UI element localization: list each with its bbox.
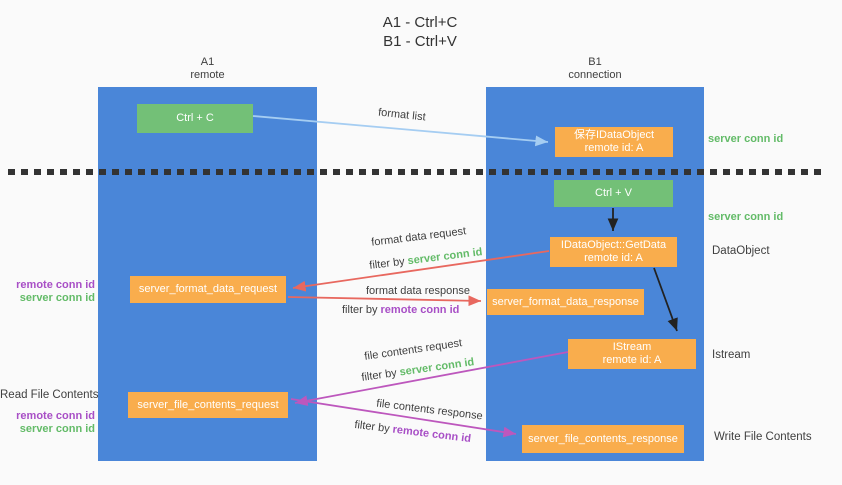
save-idataobject-box: 保存IDataObject remote id: A <box>555 127 673 157</box>
title-line-a1: A1 - Ctrl+C <box>382 14 458 31</box>
getdata-line1: IDataObject::GetData <box>560 239 667 251</box>
diagram-title: A1 - Ctrl+C B1 - Ctrl+V <box>330 13 510 51</box>
session-divider-dotted-line <box>8 169 824 175</box>
server-conn-id-text: server conn id <box>398 356 476 379</box>
left-server-conn-id-2: server conn id <box>19 423 95 435</box>
right-server-conn-id-1: server conn id <box>708 133 784 145</box>
save-idataobject-line1: 保存IDataObject <box>573 129 655 141</box>
format-request-label: server_format_data_request <box>138 283 278 295</box>
istream-line2: remote id: A <box>602 354 662 366</box>
format-response-label: server_format_data_response <box>492 295 639 308</box>
format-request-filter-label: filter by server conn id <box>369 246 483 272</box>
save-idataobject-line2: remote id: A <box>584 142 644 154</box>
filter-by-text: filter by <box>368 255 409 272</box>
format-data-request-label: format data request <box>370 225 467 249</box>
istream-line1: IStream <box>612 341 652 353</box>
left-read-file-contents-label: Read File Contents <box>0 389 99 401</box>
right-write-file-contents-label: Write File Contents <box>714 431 812 443</box>
ctrl-c-box: Ctrl + C <box>137 104 253 133</box>
istream-box: IStream remote id: A <box>568 339 696 369</box>
right-dataobject-label: DataObject <box>712 245 770 257</box>
idataobject-getdata-box: IDataObject::GetData remote id: A <box>550 237 677 267</box>
remote-conn-id-text: remote conn id <box>391 423 472 446</box>
lane-a-subtitle: remote <box>190 69 225 81</box>
filter-by-text: filter by <box>360 366 401 384</box>
ctrl-c-label: Ctrl + C <box>176 112 214 124</box>
right-istream-label: Istream <box>712 349 751 361</box>
filter-by-text: filter by <box>342 304 381 316</box>
server-conn-id-text: server conn id <box>406 246 484 268</box>
lane-b-header: B1 connection <box>486 56 704 82</box>
server-file-contents-response-box: server_file_contents_response <box>522 425 684 453</box>
ctrl-v-box: Ctrl + V <box>554 180 673 207</box>
file-response-label: server_file_contents_response <box>528 432 678 445</box>
remote-conn-id-text: remote conn id <box>380 304 460 316</box>
lane-b-name: B1 <box>588 56 602 68</box>
file-response-filter-label: filter by remote conn id <box>354 419 472 445</box>
server-format-data-response-box: server_format_data_response <box>487 289 644 315</box>
title-line-b1: B1 - Ctrl+V <box>383 33 457 50</box>
left-remote-conn-id-1: remote conn id <box>16 279 95 291</box>
server-format-data-request-box: server_format_data_request <box>130 276 286 303</box>
file-contents-response-label: file contents response <box>375 397 484 423</box>
ctrl-v-label: Ctrl + V <box>595 187 632 199</box>
filter-by-text: filter by <box>353 418 394 436</box>
format-data-response-label: format data response <box>366 285 470 297</box>
right-server-conn-id-2: server conn id <box>708 211 784 223</box>
format-list-label: format list <box>377 106 427 124</box>
lane-a-header: A1 remote <box>98 56 317 82</box>
lane-b-subtitle: connection <box>568 69 622 81</box>
left-remote-conn-id-2: remote conn id <box>16 410 95 422</box>
lane-a-name: A1 <box>200 56 215 68</box>
format-response-filter-label: filter by remote conn id <box>342 304 459 316</box>
left-server-conn-id-1: server conn id <box>19 292 95 304</box>
getdata-line2: remote id: A <box>584 252 643 264</box>
server-file-contents-request-box: server_file_contents_request <box>128 392 288 418</box>
file-request-label: server_file_contents_request <box>137 398 279 411</box>
